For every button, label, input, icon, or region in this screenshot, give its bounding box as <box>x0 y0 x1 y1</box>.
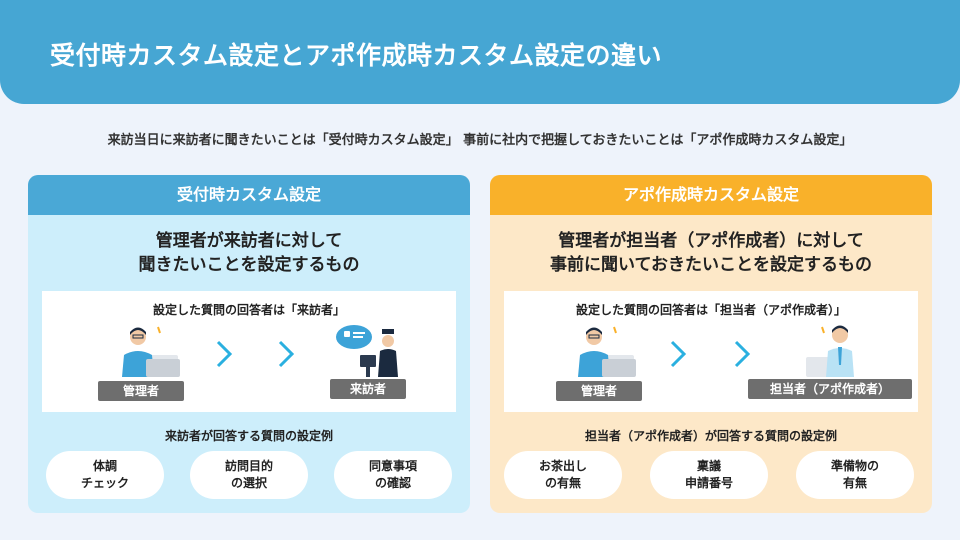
examples-title: 来訪者が回答する質問の設定例 <box>164 429 333 443</box>
example-pill: 体調 チェック <box>46 451 164 499</box>
reception-custom-panel: 受付時カスタム設定 管理者が来訪者に対して 聞きたいことを設定するもの 設定した… <box>28 175 470 513</box>
admin-illustration <box>578 326 636 377</box>
example-pill: 訪問目的 の選択 <box>190 451 308 499</box>
description-line: 事前に聞いておきたいことを設定するもの <box>550 255 872 275</box>
description-line: 管理者が来訪者に対して <box>155 231 343 251</box>
answerer-box: 設定した質問の回答者は「来訪者」 管理者 来訪 <box>42 291 456 412</box>
to-tag: 来訪者 <box>330 379 406 399</box>
to-tag: 担当者（アポ作成者） <box>748 379 912 399</box>
page-title: 受付時カスタム設定とアポ作成時カスタム設定の違い <box>50 41 663 70</box>
example-pill: 稟議 申請番号 <box>650 451 768 499</box>
panel-heading: アポ作成時カスタム設定 <box>490 175 932 215</box>
header-banner: 受付時カスタム設定とアポ作成時カスタム設定の違い <box>0 0 960 104</box>
description-line: 管理者が担当者（アポ作成者）に対して <box>558 231 864 251</box>
chevron-right-icon <box>670 340 687 368</box>
panel-description: 管理者が担当者（アポ作成者）に対して 事前に聞いておきたいことを設定するもの <box>490 229 932 277</box>
staff-illustration <box>806 325 854 377</box>
example-pill: 準備物の 有無 <box>796 451 914 499</box>
chevron-right-icon <box>278 340 295 368</box>
admin-illustration <box>122 326 180 377</box>
chevron-right-icon <box>216 340 233 368</box>
description-line: 聞きたいことを設定するもの <box>138 255 360 275</box>
appointment-custom-panel: アポ作成時カスタム設定 管理者が担当者（アポ作成者）に対して 事前に聞いておきた… <box>490 175 932 513</box>
subtitle: 来訪当日に来訪者に聞きたいことは「受付時カスタム設定」 事前に社内で把握しておき… <box>107 133 853 148</box>
answerer-title: 設定した質問の回答者は「来訪者」 <box>152 303 345 317</box>
panel-description: 管理者が来訪者に対して 聞きたいことを設定するもの <box>28 229 470 277</box>
chevron-right-icon <box>734 340 751 368</box>
from-tag: 管理者 <box>556 381 642 401</box>
visitor-kiosk-illustration <box>336 325 398 377</box>
answerer-title: 設定した質問の回答者は「担当者（アポ作成者）」 <box>575 303 846 317</box>
example-pill: 同意事項 の確認 <box>334 451 452 499</box>
panel-heading: 受付時カスタム設定 <box>28 175 470 215</box>
example-pill: お茶出し の有無 <box>504 451 622 499</box>
answerer-box: 設定した質問の回答者は「担当者（アポ作成者）」 管理者 担当者（アポ作成者） <box>504 291 918 412</box>
from-tag: 管理者 <box>98 381 184 401</box>
examples-title: 担当者（アポ作成者）が回答する質問の設定例 <box>584 429 837 443</box>
